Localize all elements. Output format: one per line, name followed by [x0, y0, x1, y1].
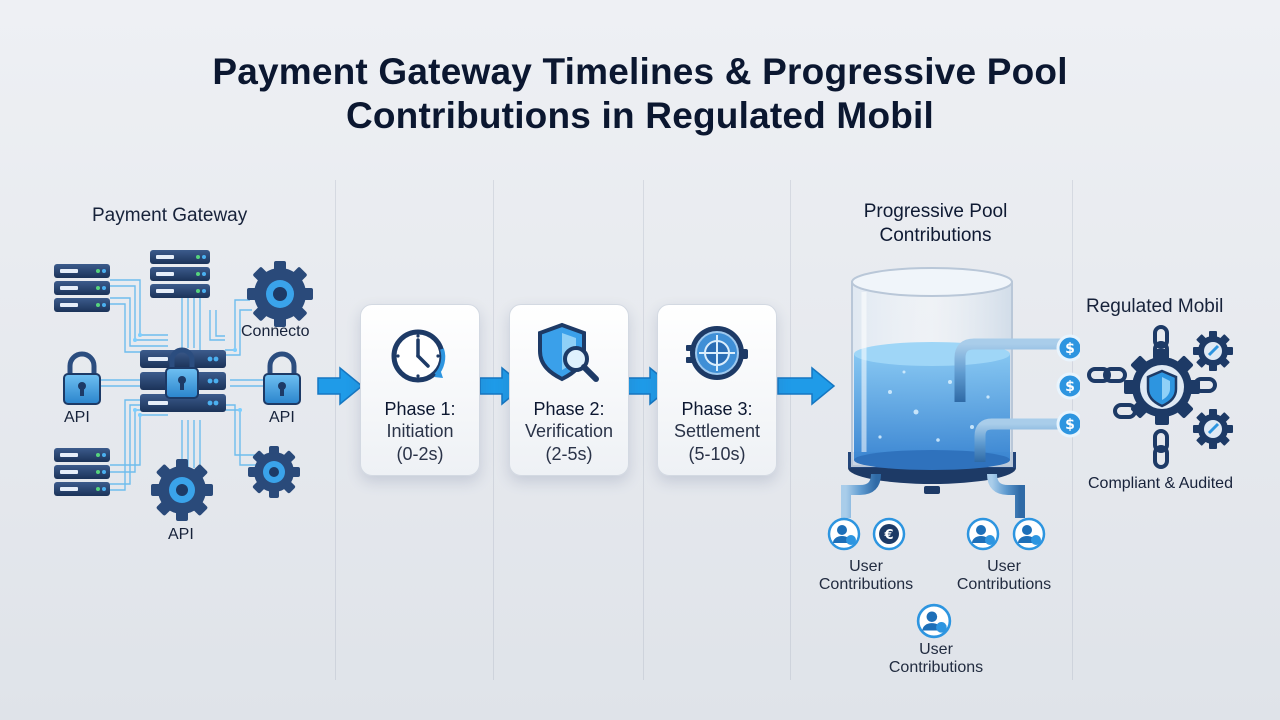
phase-card-2: Phase 2: Verification (2-5s) — [509, 304, 629, 476]
regulated-footer: Compliant & Audited — [1088, 475, 1233, 492]
user-contributions-label: User Contributions — [806, 558, 926, 594]
clock-icon — [391, 329, 446, 383]
shield-search-icon — [538, 322, 599, 382]
flow-arrow — [777, 366, 836, 406]
label-line-1: User — [987, 558, 1021, 575]
phase-card-3: Phase 3: Settlement (5-10s) — [657, 304, 777, 476]
user-icon — [966, 517, 1000, 551]
api-label-bottom: API — [168, 526, 194, 543]
regulated-compliance-diagram — [1087, 325, 1233, 469]
central-server-icon — [140, 347, 226, 412]
label-line-1: User — [919, 641, 953, 658]
gear-icon — [247, 261, 313, 327]
title-line-2: Contributions in Regulated Mobil — [345, 95, 935, 136]
page-title: Payment Gateway Timelines & Progressive … — [0, 50, 1280, 138]
divider — [493, 180, 494, 680]
api-label-left: API — [64, 409, 90, 426]
phase-duration: (2-5s) — [545, 444, 593, 464]
gear-icon — [151, 459, 213, 521]
api-label-right: API — [269, 409, 295, 426]
phase-duration: (5-10s) — [688, 444, 746, 464]
lock-icon — [63, 351, 101, 405]
divider — [335, 180, 336, 680]
gear-icon — [248, 446, 300, 498]
phase-title: Phase 3: — [681, 399, 753, 419]
gear-icon — [1193, 409, 1233, 449]
user-icon — [1012, 517, 1046, 551]
server-icon — [54, 264, 110, 312]
phase-name: Initiation — [386, 421, 454, 441]
flow-arrow — [317, 366, 364, 406]
user-contributions-label: User Contributions — [944, 558, 1064, 594]
label-line-2: Contributions — [956, 576, 1052, 593]
user-icon — [827, 517, 861, 551]
svg-text:$: $ — [1065, 341, 1075, 357]
dollar-coin-icon: $ — [1056, 372, 1080, 400]
phase-card-1: Phase 1: Initiation (0-2s) — [360, 304, 480, 476]
label-line-1: User — [849, 558, 883, 575]
pool-heading-line-2: Contributions — [879, 225, 992, 246]
pool-tank-diagram: $ $ $ — [841, 267, 1080, 598]
user-contributions-label: User Contributions — [876, 641, 996, 677]
connector-label: Connecto — [241, 323, 310, 340]
divider — [643, 180, 644, 680]
user-icon — [916, 603, 952, 639]
pool-heading-line-1: Progressive Pool — [863, 201, 1008, 222]
pool-heading: Progressive Pool Contributions — [828, 200, 1043, 248]
gear-icon — [1193, 331, 1233, 371]
gateway-network-diagram — [54, 250, 313, 521]
server-icon — [150, 250, 210, 298]
phase-title: Phase 1: — [384, 399, 456, 419]
divider — [790, 180, 791, 680]
server-icon — [54, 448, 110, 496]
label-line-2: Contributions — [888, 659, 984, 676]
vault-icon — [686, 326, 748, 380]
label-line-2: Contributions — [818, 576, 914, 593]
svg-text:€: € — [883, 528, 893, 543]
phase-title: Phase 2: — [533, 399, 605, 419]
title-line-1: Payment Gateway Timelines & Progressive … — [212, 51, 1068, 92]
svg-text:$: $ — [1065, 379, 1075, 395]
dollar-coin-icon: $ — [1056, 334, 1080, 362]
shield-gear-icon — [1124, 349, 1200, 425]
svg-text:$: $ — [1065, 417, 1075, 433]
euro-coin-icon: € — [872, 517, 906, 551]
phase-duration: (0-2s) — [396, 444, 444, 464]
gateway-heading: Payment Gateway — [92, 205, 248, 226]
regulated-heading: Regulated Mobil — [1086, 296, 1224, 317]
phase-name: Settlement — [673, 421, 761, 441]
phase-name: Verification — [524, 421, 614, 441]
dollar-coin-icon: $ — [1056, 410, 1080, 438]
lock-icon — [263, 351, 301, 405]
